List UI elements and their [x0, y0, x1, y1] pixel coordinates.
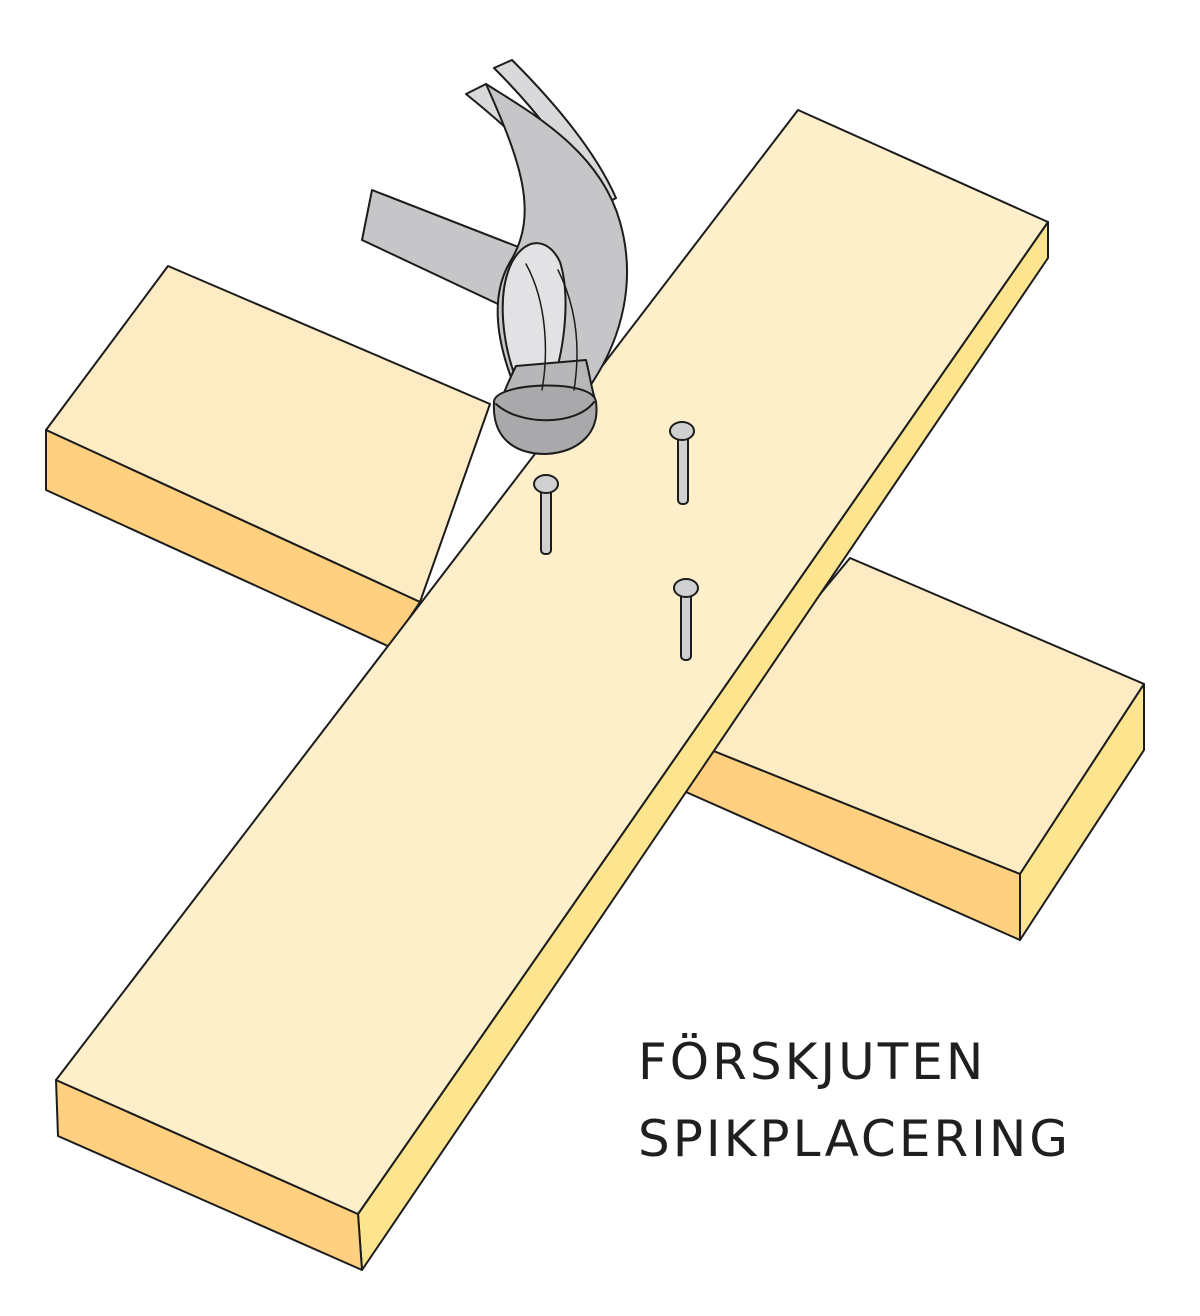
hammer-head-highlight	[501, 242, 567, 389]
lower-board-right-end	[1019, 683, 1145, 941]
hammer-head-contour-1	[525, 263, 547, 391]
hammer-face-rim	[495, 401, 595, 422]
nail-3	[673, 578, 699, 661]
lower-board-left	[45, 265, 491, 648]
nail-2	[533, 474, 559, 555]
nail-icon	[533, 421, 699, 661]
caption-line-2: SPIKPLACERING	[638, 1110, 1072, 1168]
upper-board	[55, 109, 1049, 1271]
hammer-icon	[361, 59, 628, 455]
lower-board-right	[685, 557, 1145, 941]
caption: FÖRSKJUTEN SPIKPLACERING	[638, 1024, 1178, 1178]
caption-line-1: FÖRSKJUTEN	[638, 1033, 987, 1091]
hammer-head-contour-2	[557, 269, 578, 391]
upper-board-top	[55, 109, 1049, 1215]
nail-1	[669, 421, 695, 505]
